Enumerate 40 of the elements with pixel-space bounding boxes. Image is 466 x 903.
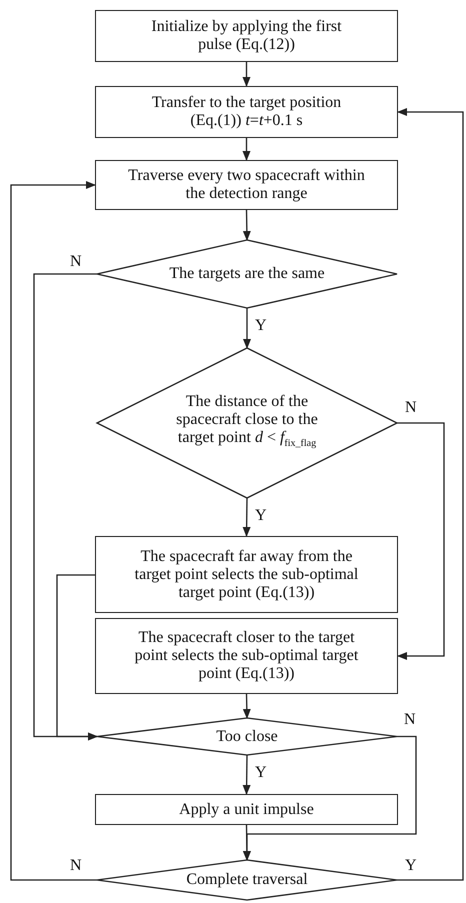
flow-arrow	[242, 694, 251, 719]
process-box	[95, 160, 398, 210]
decision-diamond	[97, 718, 397, 755]
flow-arrow	[10, 181, 97, 881]
flow-arrow	[397, 422, 445, 660]
step-text: Initialize by applying the first pulse (Eq.(12))	[150, 18, 343, 54]
step-text: Apply a unit impulse	[179, 800, 314, 818]
step-text: The spacecraft closer to the target point selects the sub-optimal target point (Eq.(13))	[134, 629, 360, 683]
flow-arrow	[242, 825, 251, 861]
flow-arrow	[242, 498, 251, 537]
edge-label: N	[404, 712, 416, 728]
decision-diamond	[97, 240, 397, 308]
flow-arrow	[242, 138, 250, 161]
flow-arrow	[242, 755, 251, 795]
condition-text: Complete traversal	[186, 871, 308, 889]
process-box	[95, 794, 398, 825]
flow-arrow	[397, 108, 464, 881]
flow-arrow	[242, 210, 251, 241]
edge-label: N	[70, 858, 82, 874]
flow-arrow	[56, 574, 98, 740]
decision-diamond	[97, 860, 397, 900]
edge-label: N	[70, 254, 82, 270]
condition-text: Too close	[216, 728, 278, 746]
flow-arrow	[242, 62, 250, 87]
edge-label: Y	[255, 765, 267, 781]
process-box	[95, 618, 398, 694]
decision-diamond	[97, 348, 397, 498]
edge-label: Y	[255, 508, 267, 524]
step-text: Traverse every two spacecraft within the detection range	[127, 167, 366, 203]
edge-label: N	[405, 400, 417, 416]
step-text: Transfer to the target position (Eq.(1)) t=t+0.1 s	[150, 94, 342, 130]
step-text: The spacecraft far away from the target point selects the sub-optimal target point (Eq.(13))	[134, 548, 360, 602]
edge-label: Y	[255, 318, 267, 334]
process-box	[95, 10, 398, 62]
process-box	[95, 86, 398, 138]
flow-arrow	[243, 308, 251, 349]
condition-text: The distance of the spacecraft close to the target point d < f$_{fix_flag}$	[175, 392, 319, 452]
process-box	[95, 536, 398, 613]
edge-label: Y	[405, 858, 417, 874]
condition-text: The targets are the same	[169, 265, 325, 283]
